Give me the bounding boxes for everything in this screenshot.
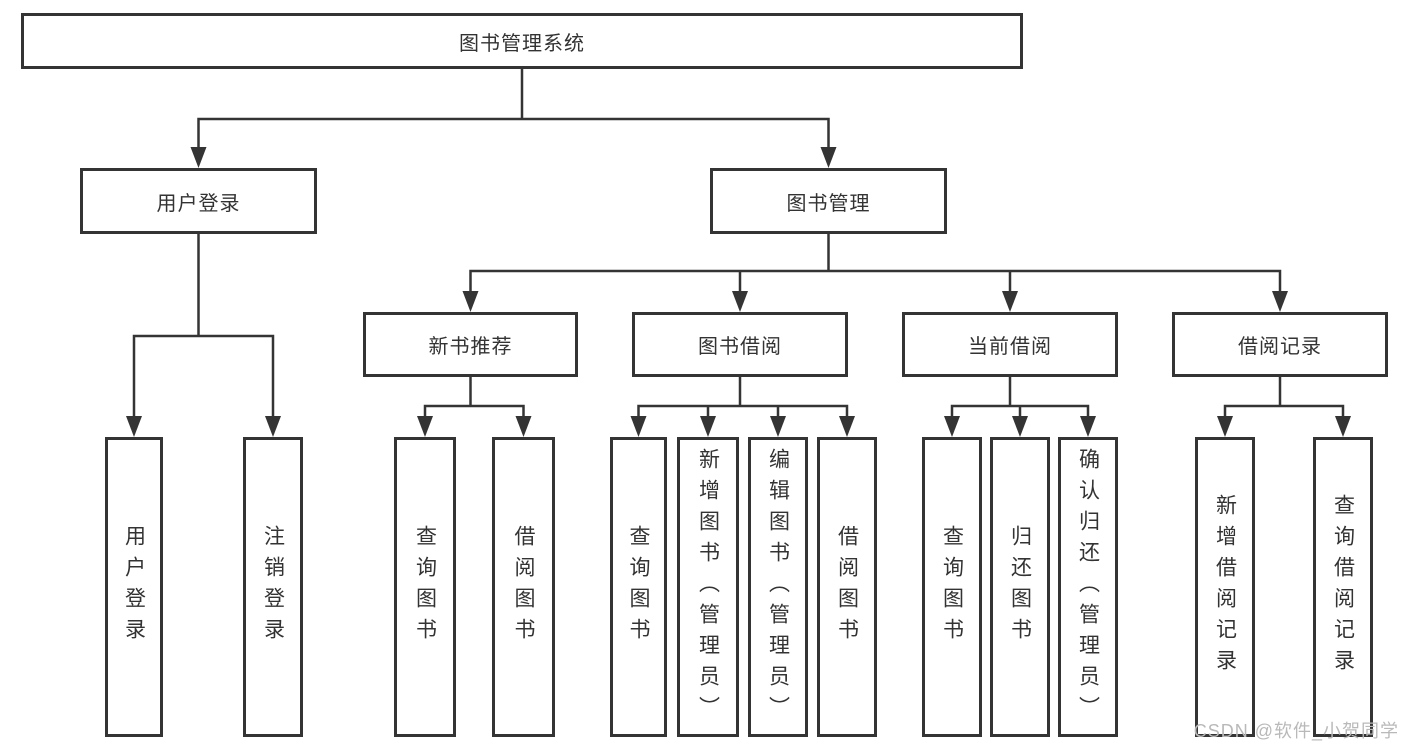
node-new-book-recommend: 新书推荐 bbox=[363, 312, 578, 377]
node-label: 新书推荐 bbox=[428, 336, 513, 358]
node-label: 用户登录 bbox=[156, 192, 241, 215]
node-label: 查询图书 bbox=[413, 525, 437, 649]
node-current-borrow: 当前借阅 bbox=[902, 312, 1118, 377]
leaf-cb-query-books: 查询图书 bbox=[922, 437, 982, 737]
leaf-bb-query-books: 查询图书 bbox=[610, 437, 667, 737]
node-label: 图书管理系统 bbox=[459, 32, 585, 55]
node-borrow-records: 借阅记录 bbox=[1172, 312, 1388, 377]
node-label: 图书管理 bbox=[786, 192, 871, 215]
node-book-borrow: 图书借阅 bbox=[632, 312, 848, 377]
node-label: 查询图书 bbox=[940, 525, 964, 649]
node-label: 新增图书（管理员） bbox=[696, 447, 720, 727]
leaf-user-login: 用户登录 bbox=[105, 437, 163, 737]
leaf-cb-confirm-return-admin: 确认归还（管理员） bbox=[1058, 437, 1118, 737]
leaf-br-add-borrow-record: 新增借阅记录 bbox=[1195, 437, 1255, 737]
node-label: 当前借阅 bbox=[968, 336, 1052, 358]
node-library-management-system: 图书管理系统 bbox=[21, 13, 1023, 69]
node-label: 编辑图书（管理员） bbox=[766, 447, 790, 727]
leaf-br-query-borrow-record: 查询借阅记录 bbox=[1313, 437, 1373, 737]
node-label: 借阅图书 bbox=[512, 525, 535, 649]
node-label: 新增借阅记录 bbox=[1213, 494, 1237, 680]
leaf-bb-edit-books-admin: 编辑图书（管理员） bbox=[748, 437, 808, 737]
leaf-logout: 注销登录 bbox=[243, 437, 303, 737]
node-label: 借阅图书 bbox=[835, 525, 859, 649]
leaf-bb-borrow-books: 借阅图书 bbox=[817, 437, 877, 737]
leaf-nb-query-books: 查询图书 bbox=[394, 437, 456, 737]
arrowheads bbox=[126, 147, 1351, 437]
node-label: 图书借阅 bbox=[698, 336, 782, 358]
node-label: 确认归还（管理员） bbox=[1076, 447, 1100, 727]
node-label: 查询图书 bbox=[627, 525, 650, 649]
node-label: 注销登录 bbox=[261, 525, 285, 649]
node-label: 借阅记录 bbox=[1238, 336, 1322, 358]
node-book-management: 图书管理 bbox=[710, 168, 947, 234]
node-user-login: 用户登录 bbox=[80, 168, 317, 234]
leaf-nb-borrow-books: 借阅图书 bbox=[492, 437, 555, 737]
node-label: 用户登录 bbox=[122, 525, 146, 649]
leaf-cb-return-books: 归还图书 bbox=[990, 437, 1050, 737]
leaf-bb-add-books-admin: 新增图书（管理员） bbox=[677, 437, 739, 737]
node-label: 归还图书 bbox=[1008, 525, 1032, 649]
node-label: 查询借阅记录 bbox=[1331, 494, 1355, 680]
